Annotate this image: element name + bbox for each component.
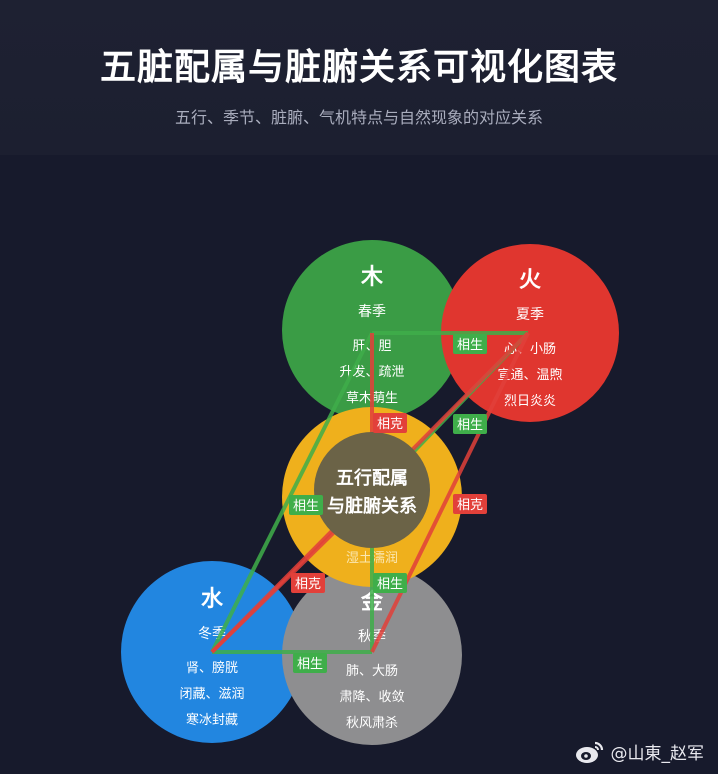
generate-label: 相生 bbox=[293, 653, 327, 673]
svg-text:相克: 相克 bbox=[457, 498, 483, 513]
element-season: 春季 bbox=[358, 304, 386, 320]
center-title-line1: 五行配属 bbox=[336, 467, 408, 489]
element-name: 火 bbox=[519, 268, 541, 293]
svg-text:相生: 相生 bbox=[457, 338, 483, 353]
svg-text:相生: 相生 bbox=[293, 499, 319, 514]
element-season: 夏季 bbox=[516, 307, 544, 323]
page-subtitle: 五行、季节、脏腑、气机特点与自然现象的对应关系 bbox=[174, 108, 543, 127]
restrain-label: 相克 bbox=[373, 413, 407, 433]
header: 五脏配属与脏腑关系可视化图表 五行、季节、脏腑、气机特点与自然现象的对应关系 bbox=[0, 0, 718, 155]
restrain-label: 相克 bbox=[291, 573, 325, 593]
weibo-icon bbox=[575, 741, 603, 763]
generate-label: 相生 bbox=[373, 573, 407, 593]
generate-label: 相生 bbox=[453, 414, 487, 434]
generate-line-water-wood bbox=[210, 332, 374, 653]
element-nature: 烈日炎炎 bbox=[504, 394, 556, 409]
svg-text:相生: 相生 bbox=[457, 418, 483, 433]
element-name: 木 bbox=[360, 265, 384, 290]
circle-wood bbox=[282, 240, 462, 420]
center-title-line2: 与脏腑关系 bbox=[327, 495, 417, 517]
element-organs: 肺、大肠 bbox=[346, 664, 398, 679]
element-name: 水 bbox=[201, 587, 224, 612]
svg-text:相生: 相生 bbox=[297, 657, 323, 672]
element-qi: 闭藏、滋润 bbox=[179, 687, 244, 702]
generate-label: 相生 bbox=[453, 334, 487, 354]
watermark: @山東_赵军 bbox=[575, 739, 705, 764]
circle-metal bbox=[282, 565, 462, 745]
element-qi: 宣通、温煦 bbox=[497, 367, 562, 383]
element-nature: 寒冰封藏 bbox=[186, 712, 238, 728]
center-circle bbox=[314, 432, 430, 548]
restrain-label: 相克 bbox=[453, 494, 487, 514]
element-organs: 肾、膀胱 bbox=[186, 660, 238, 676]
generate-label: 相生 bbox=[289, 495, 323, 515]
svg-text:相克: 相克 bbox=[377, 417, 403, 432]
svg-text:相生: 相生 bbox=[377, 577, 403, 592]
watermark-text: @山東_赵军 bbox=[610, 744, 705, 764]
element-nature: 秋风肃杀 bbox=[346, 716, 398, 731]
svg-text:相克: 相克 bbox=[295, 577, 321, 592]
restrain-line-fire-metal bbox=[370, 332, 530, 653]
element-qi: 肃降、收敛 bbox=[339, 689, 404, 705]
page-title: 五脏配属与脏腑关系可视化图表 bbox=[99, 47, 618, 88]
